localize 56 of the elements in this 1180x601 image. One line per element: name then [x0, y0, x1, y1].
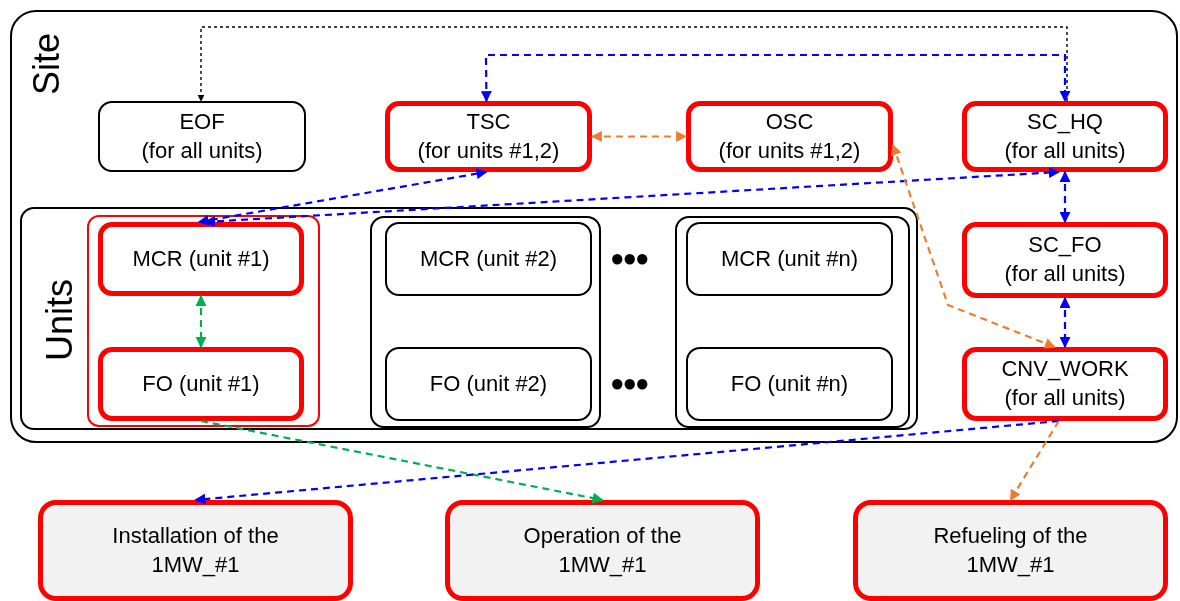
box-label: (for all units): [141, 136, 263, 165]
unit-group-box: [675, 216, 910, 428]
process-box: [98, 101, 306, 172]
units-container: [20, 207, 918, 430]
task-box: [38, 500, 353, 601]
dashed-arrow: [480, 53, 1071, 103]
dashed-arrow: [891, 144, 1056, 349]
box-label: (for units #1,2): [417, 136, 560, 165]
task-box: [853, 500, 1168, 601]
ellipsis-dots: ●●●: [610, 369, 648, 397]
process-box: [385, 347, 592, 421]
dashed-arrow: [590, 131, 688, 142]
dashed-arrow: [194, 419, 1059, 505]
dashed-arrow: [195, 294, 207, 349]
unit-group-box: [370, 216, 601, 428]
dashed-arrow: [1059, 170, 1071, 224]
box-label: (for all units): [1004, 384, 1126, 412]
unit-group-box: [87, 215, 320, 427]
group-heading: Site: [26, 33, 68, 95]
box-label: Refueling of the 1MW_#1: [932, 521, 1089, 579]
process-box: [962, 101, 1168, 172]
box-label: (for all units): [1004, 260, 1126, 288]
dashed-arrow: [1009, 420, 1060, 501]
box-label: Installation of the 1MW_#1: [111, 521, 280, 579]
box-title: EOF: [179, 107, 225, 136]
dashed-arrow: [197, 26, 1068, 102]
box-title: SC_HQ: [1027, 107, 1103, 136]
box-label: FO (unit #n): [730, 369, 849, 398]
box-label: (for units #1,2): [718, 136, 861, 165]
box-title: OSC: [765, 107, 814, 136]
process-box: [385, 222, 592, 296]
process-box: [98, 222, 304, 296]
process-box: [385, 101, 592, 172]
dashed-arrow: [1059, 296, 1071, 349]
box-label: MCR (unit #1): [132, 244, 270, 273]
dashed-arrow: [197, 168, 488, 226]
site-container: [10, 10, 1178, 443]
box-title: CNV_WORK: [1001, 355, 1129, 384]
box-label: MCR (unit #n): [721, 244, 858, 273]
process-box: [686, 101, 893, 172]
process-box: [98, 347, 304, 421]
box-label: FO (unit #1): [142, 369, 260, 398]
task-box: [445, 500, 760, 601]
process-box: [962, 222, 1168, 298]
box-label: Operation of the 1MW_#1: [522, 521, 683, 579]
box-label: (for all units): [1004, 136, 1126, 165]
process-box: [686, 347, 893, 421]
box-label: FO (unit #2): [429, 369, 548, 398]
box-title: TSC: [466, 107, 511, 136]
group-heading: Units: [39, 279, 81, 361]
box-label: MCR (unit #2): [420, 244, 557, 273]
box-title: SC_FO: [1028, 231, 1102, 260]
dashed-arrow: [200, 419, 604, 504]
process-box: [686, 222, 893, 296]
process-box: [962, 347, 1168, 421]
ellipsis-dots: ●●●: [610, 244, 648, 272]
